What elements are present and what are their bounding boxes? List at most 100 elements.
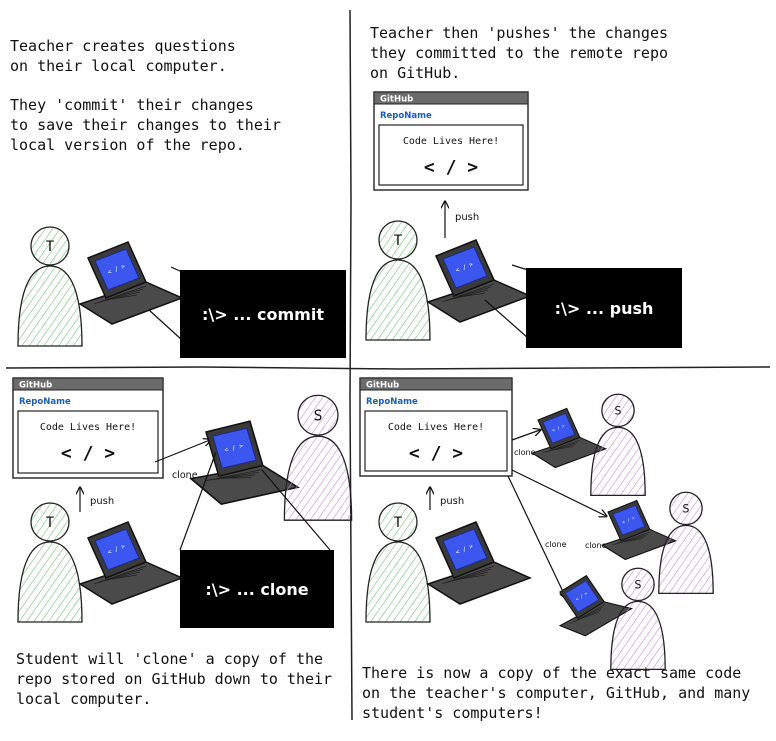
- panel2-teacher: T: [365, 220, 431, 341]
- panel3-teacher-head: [30, 502, 70, 542]
- panel2-github-window-repo-name: RepoName: [380, 111, 432, 121]
- panel4-student-laptop-1-screen: [542, 413, 576, 444]
- panel3-terminal-bg: [180, 550, 334, 628]
- panel2-laptop: < / >: [426, 239, 532, 323]
- panel4-student-3: S: [610, 567, 666, 671]
- panel2-teacher-body: [365, 259, 431, 341]
- panel4-student-laptop-2: < / >: [600, 499, 678, 561]
- panel4-student-3-head: [621, 567, 655, 602]
- panel3-github-window-code-symbol: < / >: [61, 443, 115, 464]
- panel1-laptop-screen: [94, 248, 140, 291]
- panel4-student-laptop-2-screen: [612, 505, 646, 536]
- panel1-laptop: < / >: [78, 241, 184, 325]
- panel3-terminal-command: :\> ... clone: [205, 580, 308, 599]
- panel3-clone-arrow: [154, 440, 210, 463]
- panel2-github-window-title: GitHub: [380, 95, 413, 105]
- panel4-student-3-initial: S: [634, 578, 641, 592]
- panel1-terminal-bg: [180, 270, 346, 358]
- panel2-terminal-bg: [526, 268, 682, 348]
- panel1-teacher: T: [17, 226, 83, 347]
- panel4-student-2-body: [658, 524, 714, 595]
- panel4-student-2: S: [658, 491, 714, 595]
- panel2-laptop-screen: [442, 246, 488, 289]
- panel3-student-laptop-screen-glyph: < / >: [224, 443, 244, 454]
- panel4-github-window-titlebar: [359, 377, 513, 391]
- panel2-github-window-code-text: Code Lives Here!: [403, 136, 499, 147]
- panel4-clone-label-1: clone: [514, 448, 536, 457]
- panel1-terminal-command: :\> ... commit: [202, 305, 324, 324]
- panel4-github-window-repo-name: RepoName: [366, 397, 418, 407]
- panel4-student-laptop-3-screen: [564, 580, 600, 613]
- panel4-clone-arrow-2: [511, 469, 606, 516]
- panel2-link-bottom: [484, 299, 529, 339]
- panel3-link-right: [261, 469, 331, 551]
- panel4-student-2-initial: S: [682, 502, 689, 516]
- panel3-terminal: :\> ... clone: [180, 550, 334, 628]
- panel1-teacher-initial: T: [46, 239, 55, 255]
- panel2-github-window-code-box: [378, 124, 524, 186]
- panel4-student-1-head: [601, 393, 635, 428]
- panel4-student-1-body: [590, 426, 646, 497]
- panel3-link-left: [179, 451, 217, 551]
- panel1-teacher-head: [30, 226, 70, 266]
- panel3-teacher-initial: T: [46, 515, 55, 531]
- panel2-terminal: :\> ... push: [526, 268, 682, 348]
- panel4-student-1: S: [590, 393, 646, 497]
- panel3-github-window-code-box: [17, 410, 159, 474]
- panel2-github-window-code-symbol: < / >: [424, 157, 478, 178]
- panel4-clone-arrow-3: [507, 475, 566, 598]
- panel3-github-window-repo-name: RepoName: [19, 397, 71, 407]
- panel4-teacher-initial: T: [394, 515, 403, 531]
- panel3-clone-label: clone: [172, 470, 198, 481]
- panel2-push-label: push: [455, 212, 479, 223]
- panel4-github-window-code-box: [364, 410, 508, 472]
- panel4-teacher-body: [365, 541, 431, 623]
- panel4-teacher-head: [378, 502, 418, 542]
- panel3-github-window-code-text: Code Lives Here!: [40, 422, 136, 433]
- panel4-clone-label-2: clone: [545, 540, 567, 549]
- panel4-github-window-code-text: Code Lives Here!: [388, 422, 484, 433]
- panel3-student: S: [283, 394, 353, 521]
- panel4-push-label: push: [440, 496, 464, 507]
- panel4-github-window-title: GitHub: [366, 381, 399, 391]
- panel4-clone-arrow-1: [511, 430, 540, 441]
- panel3-teacher: T: [17, 502, 83, 623]
- panel2-teacher-head: [378, 220, 418, 260]
- panel3-laptop: < / >: [78, 521, 184, 605]
- panel4-student-laptop-2-screen-glyph: < / >: [621, 515, 636, 526]
- panel3-student-body: [283, 435, 353, 521]
- panel3-github-window-title: GitHub: [19, 381, 52, 391]
- panel4-student-2-head: [669, 491, 703, 526]
- panel3-teacher-body: [17, 541, 83, 623]
- panel4-caption: There is now a copy of the exact same co…: [362, 664, 750, 722]
- panel3-student-laptop-screen: [212, 427, 257, 469]
- panel2-github-window-titlebar: [373, 91, 529, 105]
- panel4-github-window-code-symbol: < / >: [409, 443, 463, 464]
- panel4-teacher: T: [365, 502, 431, 623]
- panel4-laptop-screen: [442, 528, 488, 571]
- panel4-laptop: < / >: [426, 521, 532, 605]
- panel4-student-laptop-1-screen-glyph: < / >: [551, 423, 566, 434]
- panel3-laptop-screen: [94, 528, 140, 571]
- panel4-student-3-body: [610, 600, 666, 671]
- panel3-student-initial: S: [314, 407, 323, 424]
- panel3-github-window-titlebar: [12, 377, 164, 391]
- panel4-student-laptop-1: < / >: [530, 407, 608, 469]
- panel1-terminal: :\> ... commit: [180, 270, 346, 358]
- panel3-push-label: push: [90, 496, 114, 507]
- panel2-terminal-command: :\> ... push: [555, 299, 654, 318]
- panel3-student-head: [297, 394, 339, 436]
- panel1-teacher-body: [17, 265, 83, 347]
- panel3-student-laptop: < / >: [189, 420, 300, 505]
- panel4-student-1-initial: S: [614, 404, 621, 418]
